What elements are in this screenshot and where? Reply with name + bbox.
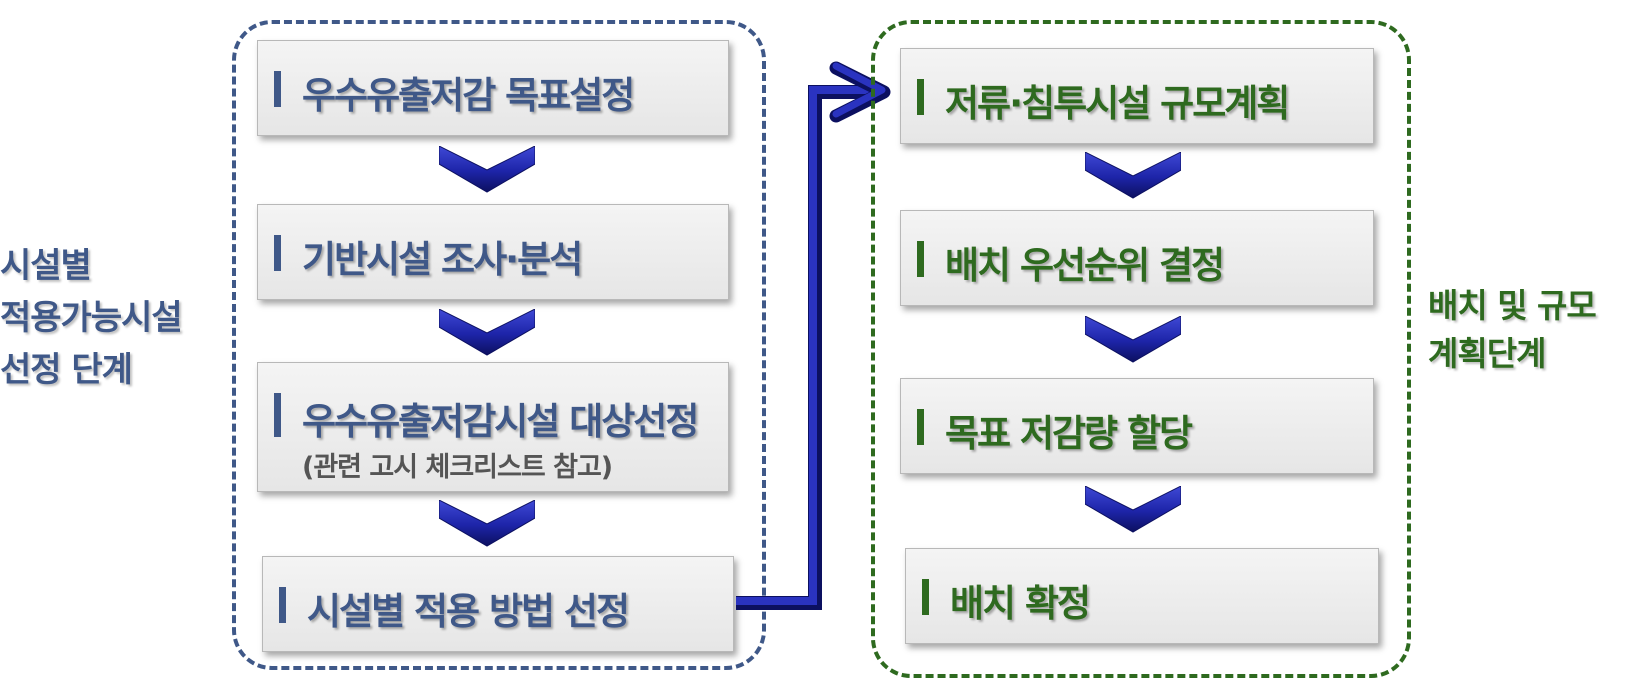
step-label: 우수유출저감시설 대상선정 — [302, 400, 699, 443]
flow-chevron-icon — [1085, 486, 1181, 533]
step-box: 목표 저감량 할당 — [900, 378, 1374, 474]
stage-label-line: 배치 및 규모 — [1428, 286, 1597, 325]
step-marker-bar — [917, 79, 924, 115]
layout-planning-group — [871, 20, 1411, 678]
step-label: 목표 저감량 할당 — [945, 412, 1193, 455]
stage-label-line: 계획단계 — [1428, 334, 1546, 373]
step-box: 우수유출저감시설 대상선정 (관련 고시 체크리스트 참고) — [257, 362, 729, 492]
stage-label-line: 적용가능시설 — [0, 298, 183, 338]
step-label: 우수유출저감 목표설정 — [302, 74, 635, 117]
flow-chevron-icon — [439, 500, 535, 547]
step-box: 기반시설 조사·분석 — [257, 204, 729, 300]
step-label: 시설별 적용 방법 선정 — [307, 590, 630, 633]
stage-label-line: 선정 단계 — [0, 350, 133, 390]
flow-chevron-icon — [439, 309, 535, 356]
step-note: (관련 고시 체크리스트 참고) — [302, 452, 613, 483]
step-marker-bar — [922, 579, 929, 615]
step-box: 배치 우선순위 결정 — [900, 210, 1374, 306]
step-label: 저류·침투시설 규모계획 — [945, 82, 1290, 125]
step-box: 배치 확정 — [905, 548, 1379, 644]
step-box: 우수유출저감 목표설정 — [257, 40, 729, 136]
step-marker-bar — [274, 71, 281, 107]
step-label: 배치 우선순위 결정 — [945, 244, 1225, 287]
step-marker-bar — [279, 587, 286, 623]
step-box: 시설별 적용 방법 선정 — [262, 556, 734, 652]
step-marker-bar — [274, 393, 281, 437]
step-marker-bar — [917, 409, 924, 445]
layout-planning-stage-label: 배치 및 규모 계획단계 — [1428, 282, 1597, 378]
flow-chevron-icon — [439, 146, 535, 193]
step-box: 저류·침투시설 규모계획 — [900, 48, 1374, 144]
flow-chevron-icon — [1085, 152, 1181, 199]
site-selection-stage-label: 시설별 적용가능시설 선정 단계 — [0, 240, 183, 396]
step-label: 기반시설 조사·분석 — [302, 238, 583, 281]
step-label: 배치 확정 — [950, 582, 1091, 625]
flow-chevron-icon — [1085, 316, 1181, 363]
stage-label-line: 시설별 — [0, 246, 92, 286]
step-marker-bar — [917, 241, 924, 277]
step-marker-bar — [274, 235, 281, 271]
